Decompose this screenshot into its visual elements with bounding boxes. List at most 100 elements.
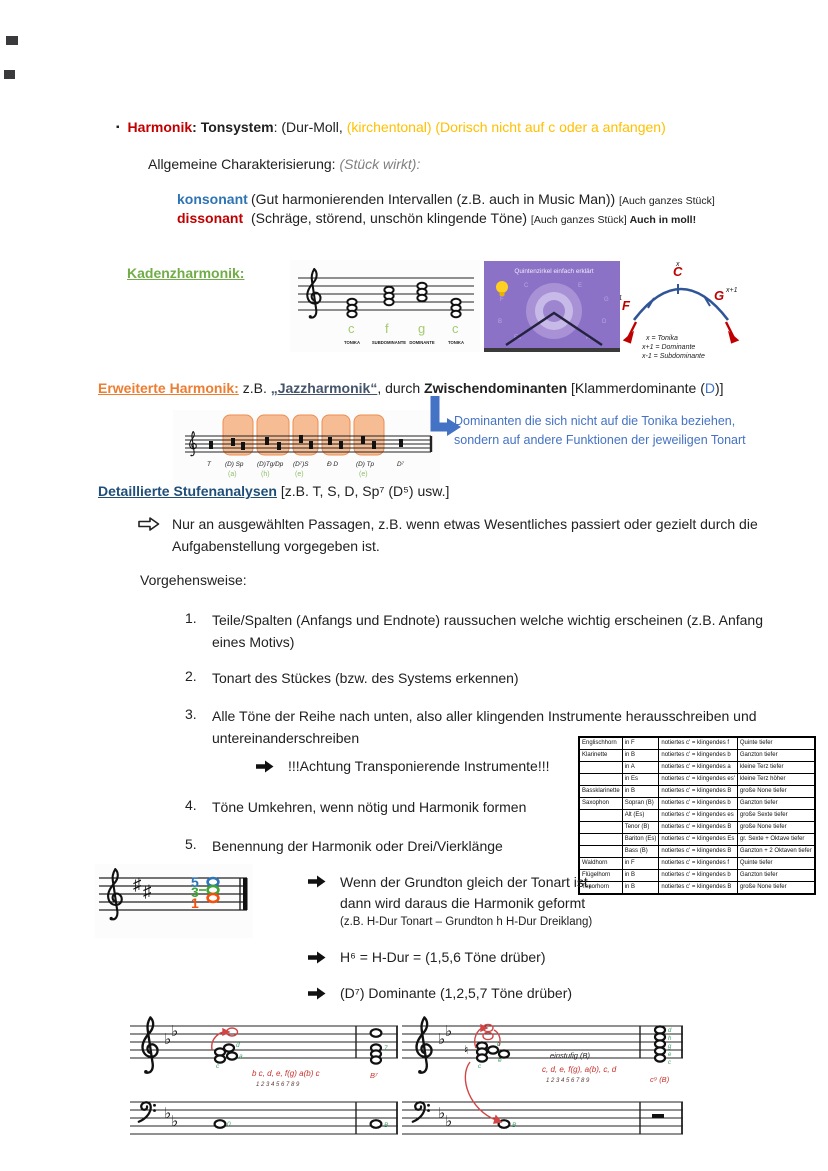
elbow-arrow-icon — [430, 396, 461, 436]
svg-text:F: F — [500, 297, 504, 303]
dissonant-line: dissonant(Schräge, störend, unschön klin… — [177, 209, 696, 228]
cadence-notation-image[interactable]: c f g c TONIKA SUBDOMINANTE DOMINANTE TO… — [290, 260, 480, 352]
lightbulb-icon — [496, 281, 508, 296]
step-number: 2. — [185, 668, 197, 684]
green-note-label: 7 — [384, 1045, 388, 1052]
chord-label-f: f — [385, 321, 389, 336]
charakterisierung-line: Allgemeine Charakterisierung: (Stück wir… — [148, 155, 420, 173]
chord-number-1: 1 — [191, 895, 199, 911]
analysis-notation-right-image[interactable]: ♭♭ ♭♭ ♮ d e c B — [400, 1006, 685, 1148]
whole-rest — [652, 1114, 664, 1118]
dissonant-desc: (Schräge, störend, unschön klingende Tön… — [251, 210, 531, 226]
durch-text: , durch — [377, 380, 425, 396]
headline-plain: : (Dur-Moll, — [273, 119, 347, 135]
step-5: 5. Benennung der Harmonik oder Drei/Vier… — [185, 835, 787, 857]
step-number: 4. — [185, 797, 197, 813]
step-text: Töne Umkehren, wenn nötig und Harmonik f… — [212, 799, 527, 815]
chord-number-3: 3 — [191, 884, 199, 900]
headline-term-harmonik: Harmonik — [127, 119, 193, 135]
red-chord-label: B⁷ — [370, 1071, 378, 1080]
sketch-note-f: F — [622, 298, 631, 313]
dominanten-note-line2: sondern auf andere Funktionen der jeweil… — [454, 433, 746, 447]
klammer-d: D — [704, 380, 715, 396]
sketch-legend-subdominante: x-1 = Subdominante — [641, 353, 705, 360]
dominanten-note-line1: Dominanten die sich nicht auf die Tonika… — [454, 414, 736, 428]
klammer-post: )] — [715, 380, 724, 396]
stufenanalysen-heading: Detaillierte Stufenanalysen — [98, 483, 277, 499]
grundton-line1: Wenn der Grundton gleich der Tonart ist, — [340, 874, 592, 890]
kadenzharmonik-heading: Kadenzharmonik: — [127, 265, 245, 281]
headline-yellow-note: (kirchentonal) (Dorisch nicht auf c oder… — [346, 119, 666, 135]
svg-text:♯: ♯ — [143, 882, 152, 901]
jazz-label-t: T — [207, 461, 212, 468]
tonika-dominante-sketch[interactable]: F C G +-1 x x+1 x = Tonika x+1 = Dominan… — [612, 258, 742, 366]
green-note-label: c — [668, 1060, 671, 1066]
svg-text:D: D — [602, 319, 607, 325]
headline-term-tonsystem: Tonsystem — [200, 119, 274, 135]
svg-text:♭: ♭ — [164, 1105, 171, 1122]
black-annotation: einstufig (B) — [550, 1051, 591, 1060]
green-note-label: d — [236, 1042, 240, 1049]
bass-clef-icon — [137, 1101, 158, 1123]
jazzharmonik-notation-image[interactable]: T (D) Sp (D)Tg/Dp (D⁷)S Đ D (D) Tp D⁷ (a… — [173, 410, 440, 490]
green-note-label: h — [668, 1036, 672, 1042]
step-4: 4. Töne Umkehren, wenn nötig und Harmoni… — [185, 796, 787, 818]
konsonant-note: [Auch ganzes Stück] — [619, 195, 715, 207]
jazz-label-dd: Đ D — [327, 461, 338, 468]
sketch-legend-tonika: x = Tonika — [645, 335, 678, 342]
red-note-names: c, d, e, f(g), a(b), c, d — [542, 1065, 617, 1074]
jazz-label-d7s: (D⁷)S — [293, 461, 309, 468]
d7-line: (D⁷) Dominante (1,2,5,7 Töne drüber) — [308, 984, 572, 1002]
red-note-numbers: 1 2 3 4 5 6 7 8 9 — [256, 1082, 300, 1088]
jazz-green-h: (h) — [261, 471, 270, 478]
jazz-label-dtp: (D) Tp — [356, 461, 375, 468]
function-label-tonika1: TONIKA — [344, 340, 360, 345]
sketch-note-g: G — [714, 288, 724, 303]
step-text: Benennung der Harmonik oder Drei/Vierklä… — [212, 838, 503, 854]
erweiterte-harmonik-line: Erweiterte Harmonik: z.B. „Jazzharmonik“… — [98, 379, 724, 397]
green-note-label: c — [478, 1063, 482, 1070]
video-title: Quintenzirkel einfach erklärt — [514, 268, 593, 275]
sketch-label-minus1: +-1 — [620, 295, 622, 302]
chord-label-g: g — [418, 321, 425, 336]
step-text: Tonart des Stückes (bzw. des Systems erk… — [212, 670, 519, 686]
step-text: Alle Töne der Reihe nach unten, also all… — [212, 708, 757, 746]
dissonant-note: [Auch ganzes Stück] — [530, 214, 630, 226]
passagen-note: Nur an ausgewählten Passagen, z.B. wenn … — [138, 513, 778, 557]
svg-text:G: G — [604, 297, 609, 303]
function-label-dominante: DOMINANTE — [409, 340, 435, 345]
function-label-tonika2: TONIKA — [448, 340, 464, 345]
grundton-chord-image[interactable]: ♯ ♯ 5 3 1 — [95, 864, 253, 938]
chord-number-5: 5 — [191, 874, 199, 890]
green-note-label: d — [497, 1041, 501, 1048]
passagen-note-text: Nur an ausgewählten Passagen, z.B. wenn … — [172, 516, 758, 554]
sketch-label-xplus1: x+1 — [725, 287, 738, 294]
jazz-green-e2: (e) — [359, 471, 368, 478]
pyramid-shape — [505, 311, 603, 346]
analysis-notation-left-image[interactable]: ♭♭ ♭♭ d a c 0 b c, d, e, f(g) — [128, 1006, 400, 1148]
green-note-label: d — [668, 1028, 672, 1034]
svg-text:E: E — [578, 283, 582, 289]
svg-text:♭: ♭ — [445, 1113, 452, 1130]
grundton-note: Wenn der Grundton gleich der Tonart ist,… — [308, 872, 640, 931]
svg-text:B: B — [498, 319, 502, 325]
headline-sep: : — [192, 119, 201, 135]
sketch-label-x: x — [675, 261, 680, 268]
svg-text:♭: ♭ — [164, 1031, 171, 1048]
heavy-arrow-icon — [308, 875, 326, 888]
svg-text:♭: ♭ — [171, 1113, 178, 1130]
stufenanalysen-line: Detaillierte Stufenanalysen [z.B. T, S, … — [98, 482, 449, 500]
h6-line: H⁶ = H-Dur = (1,5,6 Töne drüber) — [308, 948, 545, 966]
heavy-arrow-icon — [308, 987, 326, 1000]
red-chord-label: c⁹ (B) — [650, 1075, 670, 1084]
zb-text: z.B. — [238, 380, 271, 396]
